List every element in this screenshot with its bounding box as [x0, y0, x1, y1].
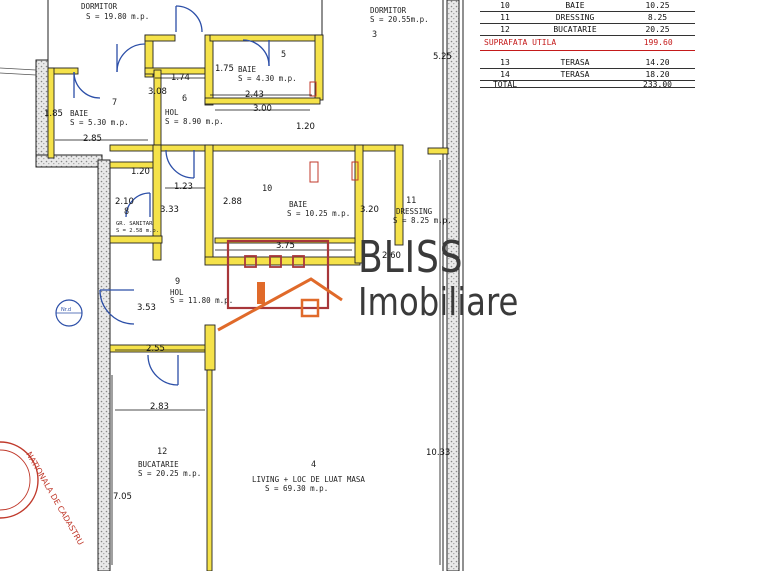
room-9-name: HOL: [170, 288, 184, 297]
room-6-name: HOL: [165, 108, 179, 117]
legend-cell: 233.00: [643, 81, 672, 88]
legend-summary-value: 199.60: [643, 38, 673, 47]
room-8-name: GR. SANITAR: [116, 221, 153, 227]
dim-1-75: 1.75: [215, 64, 234, 74]
legend-cell: 11: [500, 13, 510, 22]
bliss-brand: BLISS Imobiliare: [358, 232, 547, 325]
legend-cell: 10.25: [645, 1, 670, 10]
legend-cell: 10: [500, 1, 510, 10]
outer-wall-mid: [35, 154, 103, 168]
dimension-lines: [55, 77, 441, 565]
fixture-marks: [309, 81, 359, 183]
room-10-area: S = 10.25 m.p.: [287, 209, 350, 218]
dim-2-10: 2.10: [115, 197, 134, 207]
dim-2-85: 2.85: [83, 134, 102, 144]
dim-2-43: 2.43: [245, 90, 264, 100]
room-9-area: S = 11.80 m.p.: [170, 296, 233, 305]
room-dormitor-right-area: S = 20.55m.p.: [370, 15, 429, 24]
legend-summary-label: SUPRAFATA UTILA: [484, 38, 557, 47]
legend-cell: TERASA: [560, 58, 590, 67]
legend-cell: BUCATARIE: [553, 25, 597, 34]
legend-cell: 14.20: [645, 58, 670, 67]
room-11-name: DRESSING: [396, 207, 433, 216]
dim-5-25: 5.25: [433, 52, 452, 62]
legend-cell: DRESSING: [555, 13, 595, 22]
bliss-logo-house-icon: [217, 239, 343, 332]
dim-2-55: 2.55: [146, 344, 165, 354]
room-8-area: S = 2.58 m.p.: [116, 228, 159, 234]
dim-3-20: 3.20: [360, 205, 379, 215]
legend-cell: 20.25: [645, 25, 670, 34]
outer-wall-right: [446, 0, 460, 571]
legend-cell: TERASA: [560, 70, 590, 79]
dim-3-33: 3.33: [160, 205, 179, 215]
dim-1-20-b: 1.20: [131, 167, 150, 177]
room-7-name: BAIE: [70, 109, 89, 118]
dim-7-05: 7.05: [113, 492, 132, 502]
dim-1-74: 1.74: [171, 73, 190, 83]
legend-total-row: TOTAL 233.00: [480, 81, 695, 88]
legend-row: 10 BAIE 10.25: [480, 0, 695, 12]
room-10-name: BAIE: [289, 200, 308, 209]
room-5-name: BAIE: [238, 65, 257, 74]
room-3-number: 3: [372, 30, 377, 40]
room-12-number: 12: [157, 447, 167, 457]
section-marker: Nr.d: [55, 299, 83, 327]
dim-1-20: 1.20: [296, 122, 315, 132]
outer-wall-left: [97, 159, 111, 571]
room-12-area: S = 20.25 m.p.: [138, 469, 201, 478]
legend-cell: BAIE: [565, 1, 585, 10]
door-swings: [73, 5, 270, 386]
brand-line-1: BLISS: [358, 232, 464, 283]
dim-3-53: 3.53: [137, 303, 156, 313]
room-11-number: 11: [406, 196, 416, 206]
dim-1-23: 1.23: [174, 182, 193, 192]
room-dormitor-left-area: S = 19.80 m.p.: [86, 12, 149, 21]
dim-2-83: 2.83: [150, 402, 169, 412]
dim-10-33: 10.33: [426, 448, 450, 458]
dim-3-00: 3.00: [253, 104, 272, 114]
room-dormitor-left-name: DORMITOR: [81, 2, 118, 11]
legend-summary-row: SUPRAFATA UTILA 199.60: [480, 36, 695, 51]
brand-line-2: Imobiliare: [358, 280, 519, 324]
room-7-area: S = 5.30 m.p.: [70, 118, 129, 127]
room-8-number: 8: [124, 207, 129, 217]
dim-3-08: 3.08: [148, 87, 167, 97]
room-12-name: BUCATARIE: [138, 460, 179, 469]
room-11-area: S = 8.25 m.p.: [393, 216, 452, 225]
room-4-number: 4: [311, 460, 316, 470]
legend-cell: 13: [500, 58, 510, 67]
room-4-area: S = 69.30 m.p.: [265, 484, 328, 493]
room-4-name: LIVING + LOC DE LUAT MASA: [252, 475, 365, 484]
room-10-number: 10: [262, 184, 272, 194]
room-5-number: 5: [281, 50, 286, 60]
area-legend-table: 10 BAIE 10.25 11 DRESSING 8.25 12 BUCATA…: [480, 0, 695, 88]
legend-cell: 18.20: [645, 70, 670, 79]
legend-cell: 12: [500, 25, 510, 34]
section-marker-label: Nr.d: [61, 307, 71, 313]
legend-row: 14 TERASA 18.20: [480, 69, 695, 81]
cadastre-stamp: NATIONALA DE CADASTRU: [0, 441, 85, 547]
room-6-number: 6: [182, 94, 187, 104]
dim-1-85: 1.85: [44, 109, 63, 119]
legend-row: 12 BUCATARIE 20.25: [480, 24, 695, 36]
legend-row: 11 DRESSING 8.25: [480, 12, 695, 24]
room-7-number: 7: [112, 98, 117, 108]
legend-cell: 8.25: [647, 13, 668, 22]
legend-cell: [530, 81, 620, 87]
dim-2-60: 2.60: [382, 251, 401, 261]
dim-2-88: 2.88: [223, 197, 242, 207]
legend-cell: 14: [500, 70, 510, 79]
legend-cell: TOTAL: [492, 81, 518, 88]
room-5-area: S = 4.30 m.p.: [238, 74, 297, 83]
legend-row: 13 TERASA 14.20: [480, 57, 695, 69]
dim-3-75: 3.75: [276, 241, 295, 251]
room-6-area: S = 8.90 m.p.: [165, 117, 224, 126]
room-dormitor-right-name: DORMITOR: [370, 6, 407, 15]
room-9-number: 9: [175, 277, 180, 287]
